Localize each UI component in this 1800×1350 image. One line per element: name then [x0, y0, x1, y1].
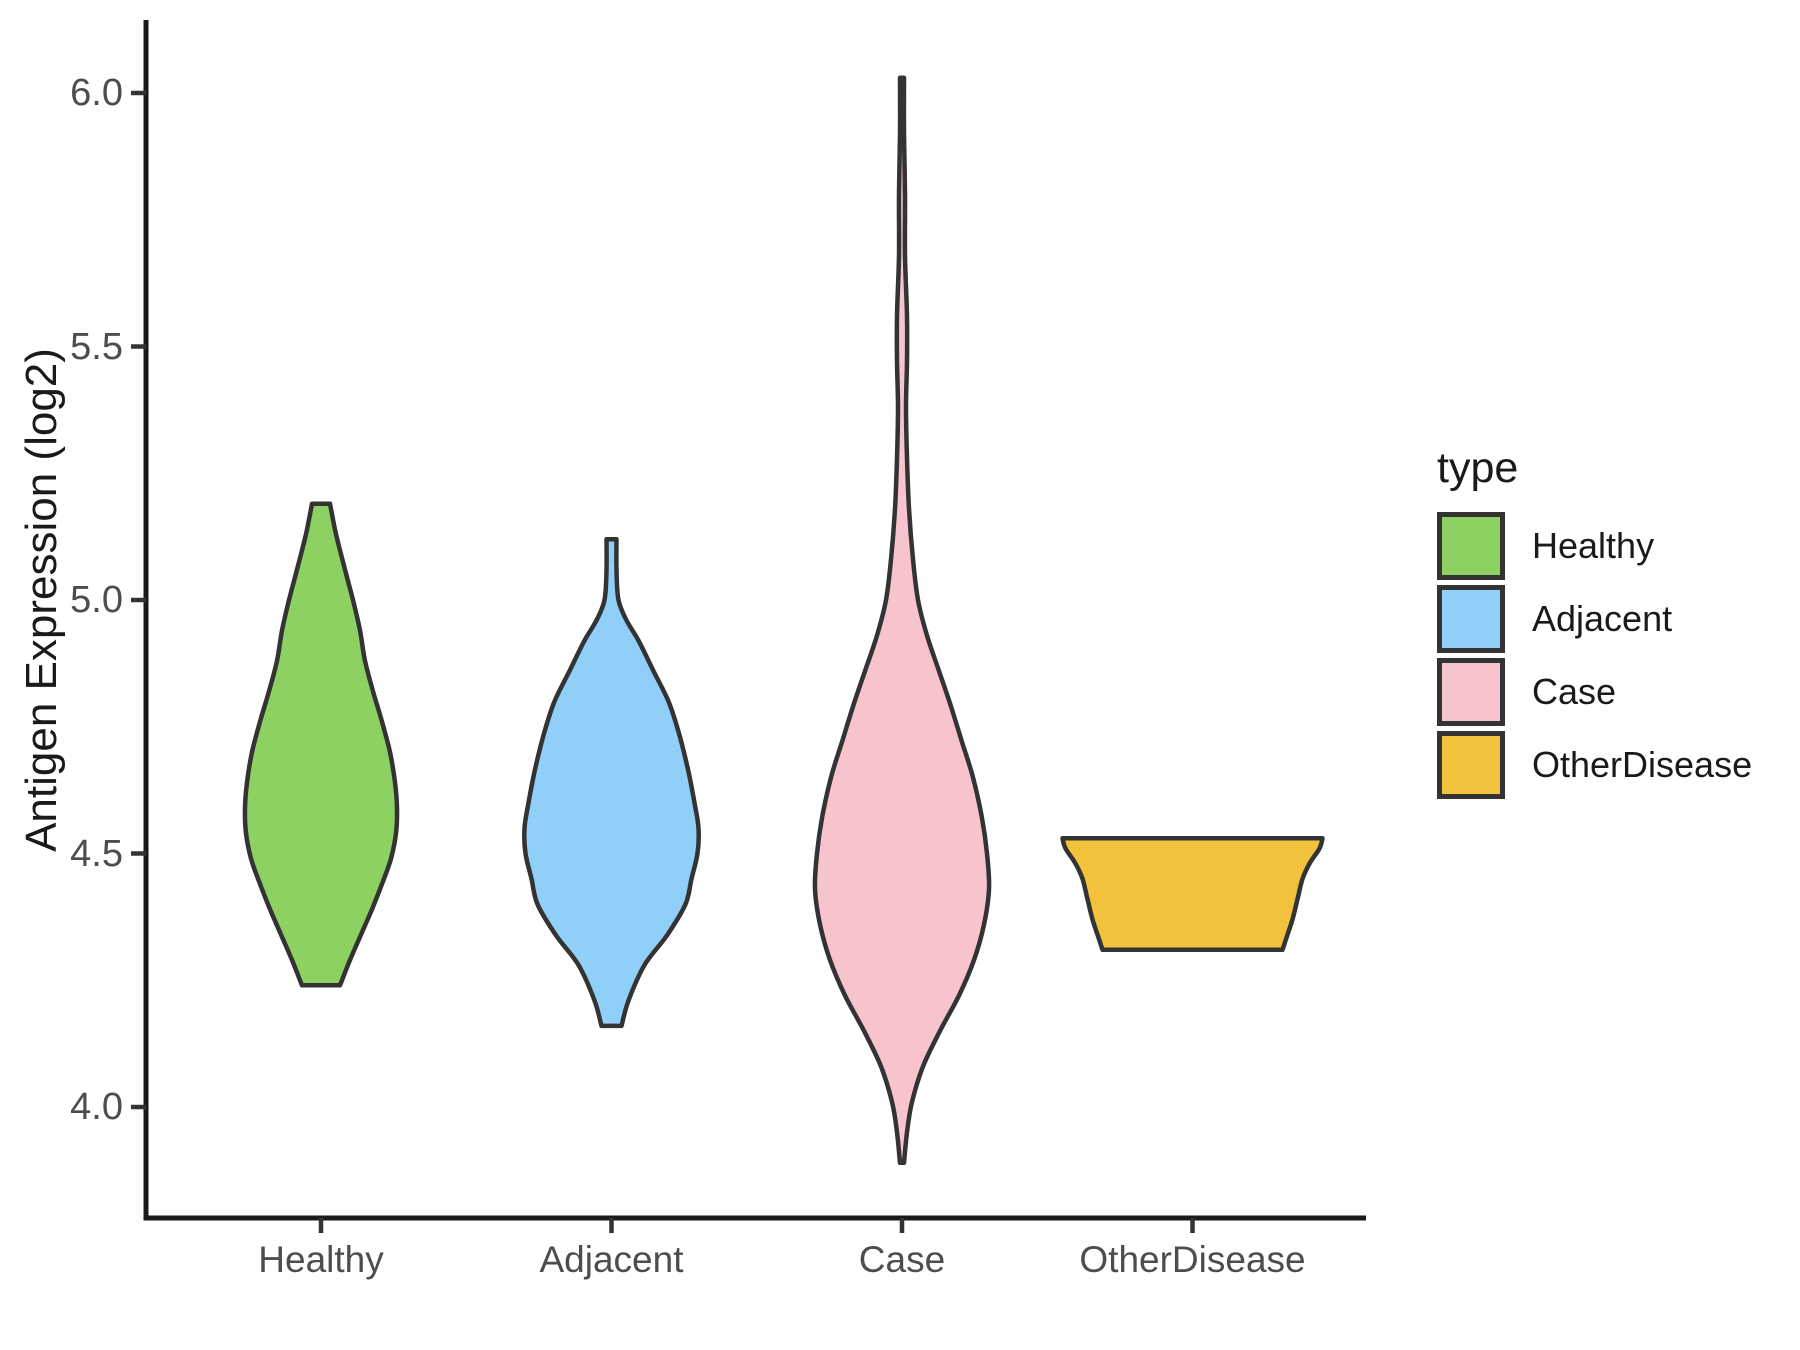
legend-entry-adjacent: Adjacent	[1437, 585, 1777, 653]
legend-swatch-case	[1437, 658, 1505, 726]
legend-entry-healthy: Healthy	[1437, 512, 1777, 580]
x-tick-label-otherdisease: OtherDisease	[1079, 1239, 1306, 1280]
y-tick-label: 5.0	[70, 579, 123, 621]
legend-swatch-healthy	[1437, 512, 1505, 580]
legend-label: OtherDisease	[1532, 744, 1753, 785]
y-tick-label: 4.5	[70, 832, 123, 875]
legend-swatch-otherdisease	[1437, 731, 1505, 799]
violin-adjacent	[522, 536, 701, 1029]
x-tick-label-healthy: Healthy	[258, 1239, 384, 1280]
x-tick-label-case: Case	[858, 1239, 946, 1280]
legend-entry-case: Case	[1437, 658, 1777, 726]
x-tick-label-adjacent: Adjacent	[539, 1239, 684, 1280]
violin-healthy	[242, 501, 400, 988]
legend-title: type	[1437, 444, 1519, 492]
legend-swatch-adjacent	[1437, 585, 1505, 653]
y-tick-label: 4.0	[70, 1086, 123, 1128]
legend-entry-otherdisease: OtherDisease	[1437, 731, 1777, 799]
legend-label: Healthy	[1532, 525, 1655, 566]
legend-label: Case	[1532, 671, 1617, 712]
y-tick-label: 5.5	[70, 325, 123, 368]
y-tick-label: 6.0	[70, 72, 123, 114]
legend-label: Adjacent	[1532, 598, 1673, 639]
violin-otherdisease	[1060, 836, 1325, 953]
violin-case	[812, 75, 992, 1166]
